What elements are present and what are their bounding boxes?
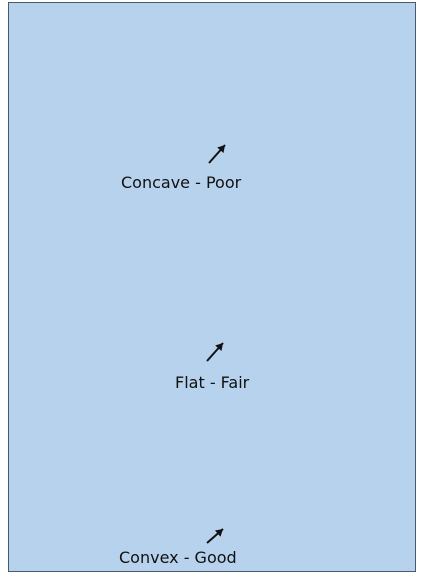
turtle-panel-flat: Flat - Fair <box>9 193 416 383</box>
turtle-drawing <box>9 3 416 193</box>
turtle-panel-convex: Convex - Good <box>9 383 416 572</box>
turtle-panel-concave: Concave - Poor <box>9 3 416 193</box>
body-condition-label: Convex - Good <box>119 548 237 567</box>
turtle-drawing <box>9 193 416 383</box>
turtle-drawing <box>9 383 416 572</box>
figure-frame: Concave - Poor <box>8 2 416 572</box>
body-condition-label: Concave - Poor <box>121 173 241 192</box>
